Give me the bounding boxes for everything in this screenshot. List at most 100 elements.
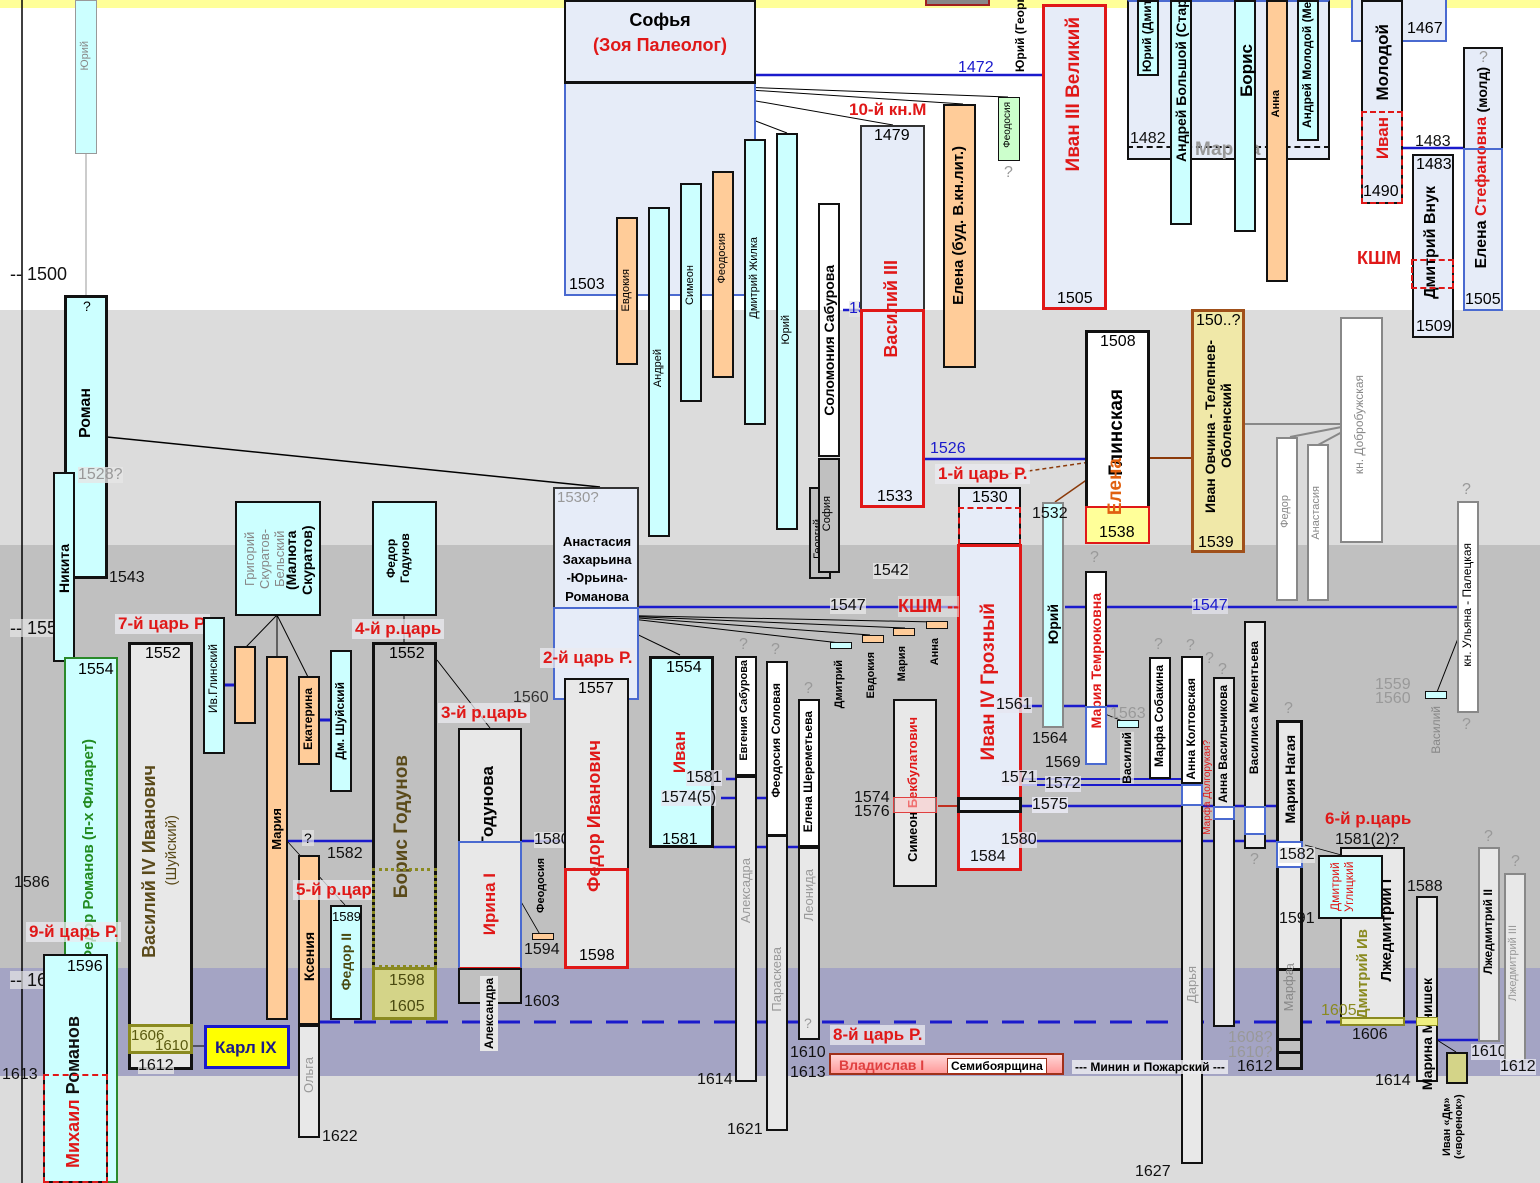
- year-feodosia-sol-end: 1621: [727, 1121, 763, 1138]
- person-sofia-kid-feodosia[interactable]: Феодосия: [712, 171, 734, 378]
- label-vasily-temryuk: Василий: [1120, 732, 1134, 784]
- tag-tsar-6: 6-й р.царь: [1325, 809, 1412, 828]
- person-yuri-top[interactable]: Юрий: [75, 0, 97, 154]
- person-mikhail[interactable]: 1596 Михаил Романов: [43, 954, 108, 1183]
- person-lzhedmitry-ii[interactable]: Лжедмитрий II: [1478, 847, 1500, 1042]
- year-mnishek-start: 1588: [1407, 878, 1443, 895]
- skuratov-name-gray: Григорий Скуратов-Бельский: [242, 528, 287, 590]
- year-ksenia-end: 1622: [322, 1128, 358, 1145]
- person-ovchina[interactable]: 150..? Иван Овчина - Телепнев- Оболенски…: [1191, 309, 1245, 553]
- person-small-maria[interactable]: [893, 628, 915, 636]
- elena-stef-marriage-frame: [1463, 148, 1503, 311]
- person-small-anna[interactable]: [926, 621, 948, 629]
- person-ivan-iii[interactable]: Иван III Великий 1505: [1042, 4, 1107, 310]
- person-feodosia-sol[interactable]: Феодосия Соловая: [766, 661, 788, 836]
- person-evgenia[interactable]: Евгения Сабурова: [735, 656, 757, 776]
- person-solomonia[interactable]: Соломония Сабурова: [818, 203, 840, 457]
- person-dmitry-ug[interactable]: Дмитрий Углицкий: [1318, 855, 1383, 919]
- year-1542: 1542: [873, 562, 909, 579]
- person-fedor-godunov[interactable]: Федор Годунов: [372, 501, 437, 616]
- person-sofia-kid-simeon[interactable]: Симеон: [680, 183, 702, 402]
- ivan-iv-ksm-frame: [958, 507, 1021, 545]
- person-dm-shuisky[interactable]: Дм. Шуйский: [330, 650, 352, 792]
- mnishek-reign: [1416, 1017, 1438, 1026]
- person-sister-anna[interactable]: Анна: [1266, 0, 1288, 282]
- person-sobakina[interactable]: Марфа Собакина: [1149, 657, 1171, 779]
- person-elena-lit[interactable]: Елена (буд. В.кн.лит.): [943, 104, 976, 368]
- person-brother-andrey-big[interactable]: Андрей Большой (Старший): [1170, 0, 1192, 225]
- person-fedor-ii[interactable]: 1589 Федор II: [330, 905, 362, 1020]
- person-roman[interactable]: ? Роман: [64, 295, 108, 579]
- person-feodosia-sol-nun[interactable]: Параскева: [766, 835, 788, 1131]
- person-brother-boris[interactable]: Борис: [1234, 0, 1256, 232]
- person-brother-yuri[interactable]: Юрий (Дмитровский): [1137, 0, 1159, 76]
- person-karl-ix[interactable]: Карл IX: [204, 1025, 290, 1069]
- person-elena-sher-nun[interactable]: Леонида ?: [798, 847, 820, 1040]
- year-dmitry-ug-start: 1581(2)?: [1335, 831, 1400, 848]
- axis-tick-1500: -- 1500: [10, 264, 68, 284]
- year-vasily-marriage2: 1526: [930, 440, 966, 457]
- person-ivan-iv-top[interactable]: 1530: [958, 487, 1021, 545]
- year-vasilchik-q1: 1608?: [1228, 1029, 1273, 1046]
- person-koltovsk[interactable]: Анна Колтовская: [1181, 656, 1203, 784]
- label-small-maria: Мария: [896, 646, 908, 682]
- tag-knyaz-10: 10-й кн.М: [849, 100, 927, 119]
- person-vasily-temryuk[interactable]: [1117, 720, 1139, 728]
- person-lzhedmitry-iii[interactable]: Лжедмитрий III: [1504, 873, 1526, 1063]
- person-dobrobuzh-anastasia[interactable]: Анастасия: [1307, 444, 1329, 601]
- person-koltovsk-nun[interactable]: Дарья: [1181, 784, 1203, 1164]
- person-iv-glinsky[interactable]: Ив.Глинский: [203, 617, 225, 754]
- person-sofia-kid-andrey[interactable]: Андрей: [648, 207, 670, 537]
- ivan-molodoy-red-frame: Иван 1490: [1361, 111, 1403, 204]
- person-dmitry-vnuk[interactable]: 1483 Дмитрий Внук 1509: [1412, 154, 1454, 338]
- person-small-dmitry[interactable]: [830, 642, 852, 649]
- person-feodosia-green[interactable]: Феодосия: [998, 97, 1020, 161]
- q-koltovsk: ?: [1186, 637, 1195, 654]
- year-nagaya-end: 1612: [1237, 1058, 1273, 1075]
- person-ulyana[interactable]: кн. Ульяна - Палецкая: [1457, 501, 1479, 713]
- person-vasilchik[interactable]: Анна Васильчикова: [1213, 677, 1235, 1027]
- axis-marker-1613: 1613: [2, 1066, 38, 1083]
- person-simeon[interactable]: Симеон Бекбулатович: [893, 699, 937, 887]
- person-ksenia-olga[interactable]: Ольга: [298, 1025, 320, 1138]
- person-sofia-kid-dmitry[interactable]: Дмитрий Жилка: [744, 139, 766, 425]
- person-sofia-kid-yuri[interactable]: Юрий: [776, 133, 798, 530]
- label-vorenok: Иван «Дм» («воренок»): [1441, 1094, 1465, 1160]
- person-yuri-brother[interactable]: Юрий: [1042, 502, 1064, 728]
- person-elena-sher[interactable]: Елена Шереметьева: [798, 699, 820, 847]
- person-feodosia-small[interactable]: [532, 933, 554, 940]
- person-dobrobuzh[interactable]: кн. Добробужская: [1340, 317, 1383, 543]
- person-sofia-kid-evdokia[interactable]: Евдокия: [616, 217, 638, 365]
- person-dobrobuzh-fedor[interactable]: Федор: [1276, 437, 1298, 601]
- nagaya-bar2: [1276, 1051, 1303, 1054]
- person-shuisky[interactable]: 1552 Василий IV Иванович (Шуйский): [128, 642, 193, 1070]
- person-ivan-molodoy[interactable]: Молодой: [1361, 0, 1403, 204]
- person-maria-skuratova[interactable]: Мария: [266, 656, 288, 1020]
- year-evgenia-end: 1614: [697, 1071, 733, 1088]
- person-ekaterina[interactable]: Екатерина: [298, 676, 320, 765]
- person-brother-andrey-young[interactable]: Андрей Молодой (Меньшой): [1297, 0, 1319, 141]
- person-vasily-ulyana[interactable]: [1425, 691, 1447, 699]
- person-melentieva[interactable]: Василиса Мелентьева: [1244, 621, 1266, 849]
- person-ivan-son[interactable]: 1554 Иван 1581: [649, 656, 714, 848]
- year-nagaya-m2: 1582: [1279, 846, 1315, 863]
- person-mnishek[interactable]: Марина Мнишек: [1416, 896, 1438, 1090]
- person-evgenia-nun[interactable]: Алексадра: [735, 776, 757, 1082]
- person-vorenok[interactable]: [1446, 1052, 1468, 1084]
- q-melentieva-bottom: ?: [1250, 851, 1259, 868]
- person-nikita[interactable]: Никита: [53, 472, 75, 662]
- person-skuratov[interactable]: Григорий Скуратов-Бельский (Малюта Скура…: [235, 501, 321, 616]
- person-yuri-georg[interactable]: Юрий (Георгий): [1013, 0, 1027, 72]
- q-evgenia: ?: [739, 636, 748, 653]
- elena-stef-suffix: (молд): [1474, 67, 1490, 113]
- person-boris-godunov[interactable]: 1552 Борис Годунов: [372, 642, 437, 1020]
- vasilchik-marriage-frame: [1213, 806, 1235, 820]
- year-nikita-start: 1528?: [78, 466, 123, 483]
- year-1575: 1575: [1032, 796, 1068, 813]
- person-vladislav[interactable]: Владислав I Семибоярщина: [829, 1053, 1064, 1075]
- q-ulyana-top: ?: [1462, 481, 1471, 498]
- person-glinsky-wife[interactable]: [234, 646, 256, 724]
- person-sofia-sol[interactable]: София: [818, 458, 840, 573]
- person-small-evdokia[interactable]: [862, 635, 884, 643]
- year-elena-sher-end1: 1610: [790, 1044, 826, 1061]
